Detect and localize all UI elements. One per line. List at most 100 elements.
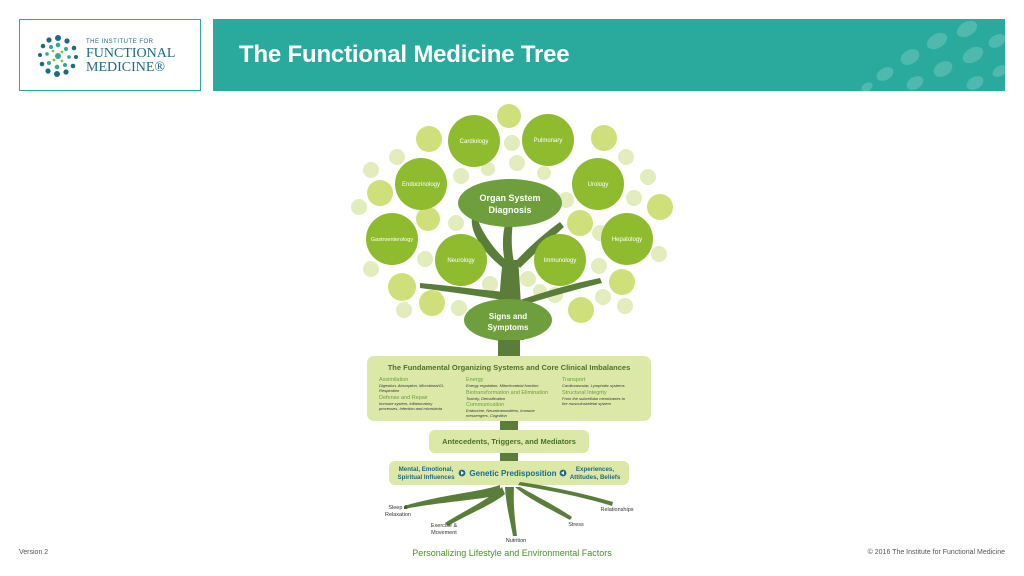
root-stress: Stress (568, 522, 584, 528)
communication-text2: messengers, Cognition (466, 413, 508, 418)
organ-leaf-neurology (435, 234, 487, 286)
trunk-segment (500, 453, 518, 463)
leaf-decoration (363, 162, 379, 178)
assimilation-text1: Digestion, Absorption, Microbiota/GI, (379, 383, 444, 388)
leaf-decoration (481, 162, 495, 176)
logo-text-small: THE INSTITUTE FOR (86, 39, 154, 45)
organ-leaf-immunology (534, 234, 586, 286)
logo-text-medicine: MEDICINE® (86, 60, 166, 75)
fundamental-systems-box (367, 356, 651, 421)
biotransformation-text1: Toxicity, Detoxification (466, 396, 506, 401)
organ-system-diagnosis-leaf (458, 179, 562, 227)
antecedents-label: Antecedents, Triggers, and Mediators (442, 437, 576, 446)
leaf-decoration (388, 273, 416, 301)
page-title: The Functional Medicine Tree (239, 41, 570, 68)
footer-copyright: © 2016 The Institute for Functional Medi… (867, 549, 1005, 556)
root-sleep-line1: Sleep & (388, 505, 408, 511)
trunk-segment (498, 340, 520, 356)
leaf-decoration (568, 297, 594, 323)
leaf-decoration (617, 298, 633, 314)
leaf-decoration (367, 180, 393, 206)
leaf-decoration (482, 276, 498, 292)
roots (404, 482, 613, 536)
leaf-decoration (558, 192, 574, 208)
organ-leaf-hepatology (601, 213, 653, 265)
leaf-decoration (609, 269, 635, 295)
signs-label-line1: Signs and (489, 312, 527, 321)
logo-text-functional: FUNCTIONAL (86, 46, 176, 61)
leaf-decoration (618, 149, 634, 165)
defense-text1: Immune system, inflammatory (379, 401, 433, 406)
assimilation-head: Assimilation (379, 377, 408, 383)
organ-label-cardiology: Cardiology (460, 139, 489, 145)
organ-label-pulmonary: Pulmonary (534, 138, 563, 144)
root-relationships: Relationships (600, 507, 633, 513)
antecedents-box (429, 430, 589, 453)
fundamental-column-right: Transport Cardiovascular, Lymphatic syst… (562, 377, 626, 406)
organ-label-hepatology: Hepatology (612, 237, 642, 243)
leaf-decoration (509, 155, 525, 171)
structural-text1: From the subcellular membranes to (562, 396, 626, 401)
leaf-decoration (389, 149, 405, 165)
header-banner: The Functional Medicine Tree (213, 19, 1005, 91)
leaf-decoration (417, 251, 433, 267)
leaf-decoration (416, 126, 442, 152)
influences-bar (389, 461, 629, 485)
structural-head: Structural Integrity (562, 390, 607, 396)
arrow-left-icon-glyph (561, 471, 564, 475)
leaf-decoration (351, 199, 367, 215)
leaf-decoration (591, 125, 617, 151)
root-nutrition: Nutrition (506, 538, 526, 544)
signs-symptoms-leaf (464, 299, 552, 341)
energy-head: Energy (466, 377, 484, 383)
leaf-decoration (626, 190, 642, 206)
leaf-decoration (453, 168, 469, 184)
organ-leaf-urology (572, 158, 624, 210)
structural-text2: the musculoskeletal system (562, 401, 612, 406)
decorative-dots-icon (861, 20, 1005, 91)
logo: THE INSTITUTE FOR FUNCTIONAL MEDICINE® (19, 19, 201, 91)
leaf-decoration (396, 302, 412, 318)
influences-right-line1: Experiences, (576, 466, 614, 473)
leaf-decoration (448, 215, 464, 231)
arrow-right-icon-glyph (461, 471, 464, 475)
organ-leaves: Cardiology Pulmonary Endocrinology Urolo… (366, 114, 653, 286)
leaf-decoration (640, 169, 656, 185)
leaf-decoration (537, 166, 551, 180)
leaf-decoration (647, 194, 673, 220)
fundamental-column-left: Assimilation Digestion, Absorption, Micr… (378, 377, 444, 411)
organ-label-gastroenterology: Gastroenterology (371, 237, 413, 243)
energy-text1: Energy regulation, Mitochondrial functio… (466, 383, 539, 388)
root-sleep-line2: Relaxation (385, 512, 411, 518)
leaf-decoration (520, 271, 536, 287)
influences-right-line2: Attitudes, Beliefs (570, 474, 621, 481)
genetic-predisposition-label: Genetic Predisposition (469, 469, 556, 478)
signs-label-line2: Symptoms (488, 323, 529, 332)
organ-leaf-gastroenterology (366, 213, 418, 265)
organ-label-neurology: Neurology (447, 258, 474, 264)
organ-label-urology: Urology (588, 182, 609, 188)
biotransformation-head: Biotransformation and Elimination (466, 390, 548, 396)
defense-text2: processes, Infection and microbiota (378, 406, 443, 411)
communication-text1: Endocrine, Neurotransmitters, Immune (466, 408, 535, 413)
transport-text1: Cardiovascular, Lymphatic systems (562, 383, 625, 388)
leaf-decoration (363, 261, 379, 277)
root-exercise-line1: Exercise & (431, 523, 458, 529)
leaf-decoration (651, 246, 667, 262)
leaf-decoration (451, 300, 467, 316)
diagnosis-label-line2: Diagnosis (488, 205, 531, 215)
organ-label-endocrinology: Endocrinology (402, 182, 440, 188)
leaf-decoration (567, 210, 593, 236)
fundamental-column-middle: Energy Energy regulation, Mitochondrial … (466, 377, 548, 418)
influences-left-line2: Spiritual Influences (397, 474, 455, 481)
diagnosis-label-line1: Organ System (479, 193, 540, 203)
organ-label-immunology: Immunology (544, 258, 577, 264)
leaf-decoration (591, 258, 607, 274)
leaf-decoration (497, 104, 521, 128)
leaf-decoration (595, 289, 611, 305)
communication-head: Communication (466, 402, 504, 408)
organ-leaf-endocrinology (395, 158, 447, 210)
fundamental-title: The Fundamental Organizing Systems and C… (388, 363, 631, 372)
root-exercise-line2: Movement (431, 530, 457, 536)
